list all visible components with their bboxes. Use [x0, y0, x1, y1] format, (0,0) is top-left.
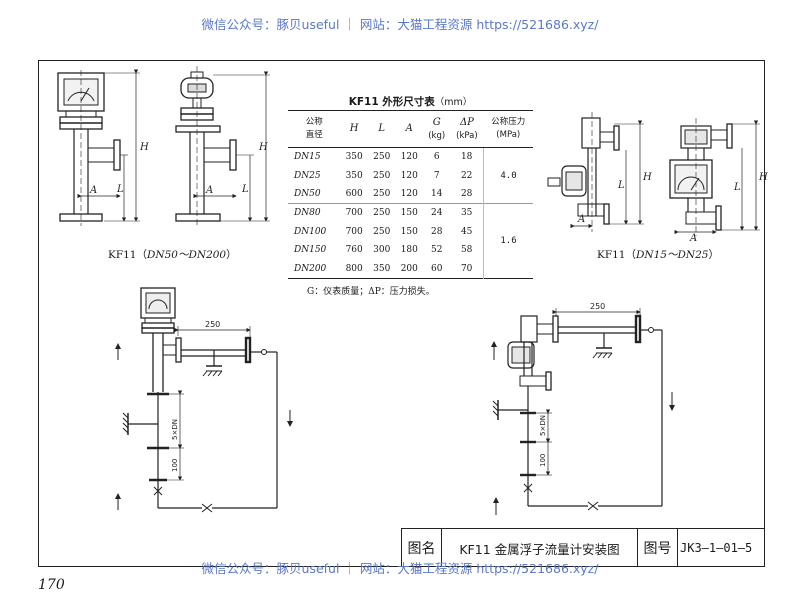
- table-row: DN50 600 250 120 14 28: [294, 188, 473, 199]
- dim-label-a: A: [577, 214, 585, 225]
- header-g: G(kg): [423, 110, 451, 148]
- pressure-group-cell: 1.6: [483, 203, 533, 279]
- caption-dn15-dn25: KF11（DN15～DN25）: [597, 249, 719, 261]
- meter-dn50-front-view: [57, 69, 140, 226]
- table-row: DN100 700 250 150 28 45: [294, 226, 473, 237]
- header-h: H: [340, 110, 368, 148]
- meter-dn15-front-view: [669, 118, 760, 236]
- dim-label-h: H: [758, 172, 768, 183]
- table-row: DN80 700 250 150 24 35 1.6: [288, 203, 533, 279]
- dim-label-a: A: [205, 185, 213, 196]
- dim-label-a: A: [89, 185, 97, 196]
- dim-label-straight-run: 5×DN: [171, 419, 179, 440]
- table-row: DN200 800 350 200 60 70: [294, 263, 473, 274]
- pressure-group-cell: 4.0: [483, 147, 533, 204]
- dim-label-short-run: 100: [171, 459, 179, 472]
- dimension-table-title-text: KF11 外形尺寸表: [348, 96, 435, 108]
- title-block-name-label: 图名: [402, 529, 442, 567]
- dim-label-l: L: [733, 182, 741, 193]
- table-row: DN15 350 250 120 6 18 4.0: [288, 147, 533, 204]
- meter-dn15-side-view: [547, 112, 644, 232]
- dimension-table-header: 公称直径 H L A G(kg) ΔP(kPa) 公称压力(MPa): [288, 110, 533, 148]
- title-block-name-value: KF11 金属浮子流量计安装图: [442, 529, 638, 567]
- header-a: A: [395, 110, 424, 148]
- dimension-table: 公称直径 H L A G(kg) ΔP(kPa) 公称压力(MPa) DN15 …: [288, 110, 533, 279]
- page-number: 170: [38, 577, 65, 593]
- dimension-table-unit: （mm）: [434, 97, 473, 108]
- dimension-table-title: KF11 外形尺寸表（mm）: [288, 94, 533, 109]
- table-row: DN150 760 300 180 52 58: [294, 245, 473, 256]
- caption-dn50-dn200: KF11（DN50～DN200）: [108, 249, 237, 261]
- dim-label-span: 250: [205, 320, 220, 329]
- watermark-bottom: 微信公众号：豚贝useful ｜ 网站：大猫工程资源 https://52168…: [201, 561, 599, 576]
- header-dn: 公称直径: [288, 110, 341, 148]
- watermark-top: 微信公众号：豚贝useful ｜ 网站：大猫工程资源 https://52168…: [201, 17, 599, 32]
- dim-label-h: H: [258, 142, 268, 153]
- meter-dn50-side-view: [175, 66, 270, 226]
- header-dp: ΔP(kPa): [450, 110, 484, 148]
- dim-label-short-run: 100: [539, 454, 547, 467]
- header-l: L: [367, 110, 396, 148]
- installation-diagram-dn50: [115, 287, 293, 513]
- dim-label-h: H: [139, 142, 149, 153]
- header-pressure: 公称压力(MPa): [483, 110, 533, 148]
- title-block-code-value: JK3—1—01—5: [680, 541, 753, 555]
- dim-label-straight-run: 5×DN: [539, 415, 547, 436]
- dim-label-span: 250: [590, 302, 605, 311]
- dim-label-l: L: [617, 180, 625, 191]
- dim-label-l: L: [116, 184, 124, 195]
- dim-label-a: A: [689, 233, 697, 244]
- table-note: G：仪表质量；ΔP：压力损失。: [307, 287, 435, 297]
- title-block-code-label: 图号: [638, 529, 678, 567]
- dim-label-h: H: [642, 172, 652, 183]
- installation-diagram-dn15: [491, 308, 675, 515]
- table-row: DN25 350 250 120 7 22: [294, 170, 473, 181]
- dim-label-l: L: [241, 184, 249, 195]
- title-block: 图名 KF11 金属浮子流量计安装图 图号 JK3—1—01—5: [401, 528, 765, 567]
